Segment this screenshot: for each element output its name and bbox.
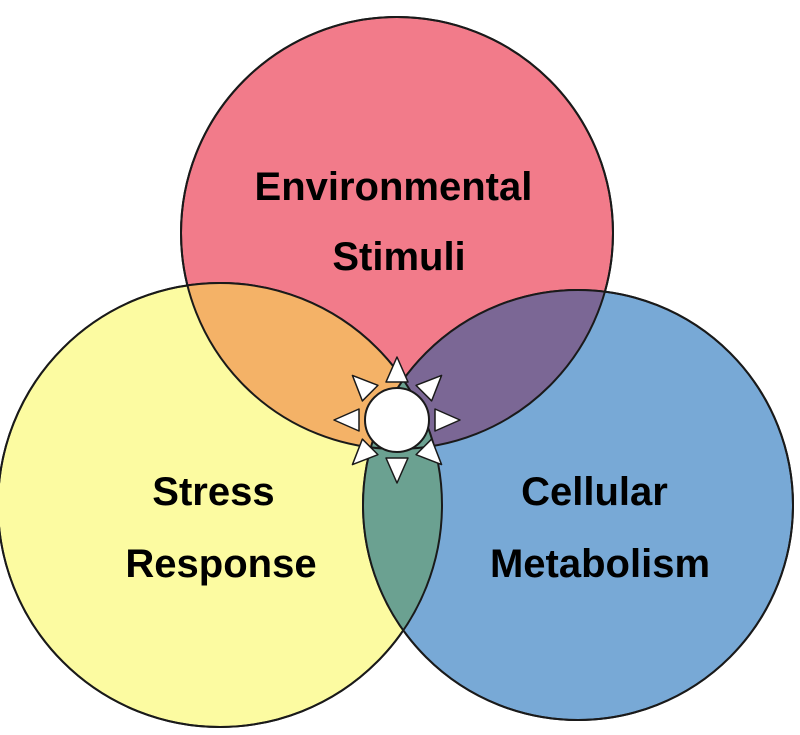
burst-arrow	[351, 374, 379, 402]
burst-arrow	[415, 374, 443, 402]
circle-outlines	[0, 16, 794, 728]
label-cellular-metabolism: Cellular Metabolism	[490, 470, 710, 586]
label-stress-line1: Stress	[152, 470, 274, 514]
label-cellular-line1: Cellular	[521, 470, 668, 514]
label-cellular-line2: Metabolism	[490, 542, 710, 586]
center-burst	[333, 356, 461, 484]
burst-arrow	[385, 356, 409, 383]
burst-arrow	[333, 408, 360, 432]
burst-arrow	[434, 408, 461, 432]
label-environmental-stimuli: Environmental Stimuli	[255, 165, 544, 279]
label-environmental-line1: Environmental	[255, 165, 533, 209]
overlap-environmental-metabolism	[363, 290, 613, 449]
label-stress-line2: Response	[125, 542, 316, 586]
label-environmental-line2: Stimuli	[332, 235, 465, 279]
burst-arrows	[333, 356, 461, 484]
overlap-environmental-stress	[181, 283, 442, 449]
burst-arrow	[415, 438, 443, 466]
center-circle	[364, 387, 430, 453]
label-stress-response: Stress Response	[125, 470, 316, 586]
burst-arrow	[385, 457, 409, 484]
burst-arrow	[351, 438, 379, 466]
